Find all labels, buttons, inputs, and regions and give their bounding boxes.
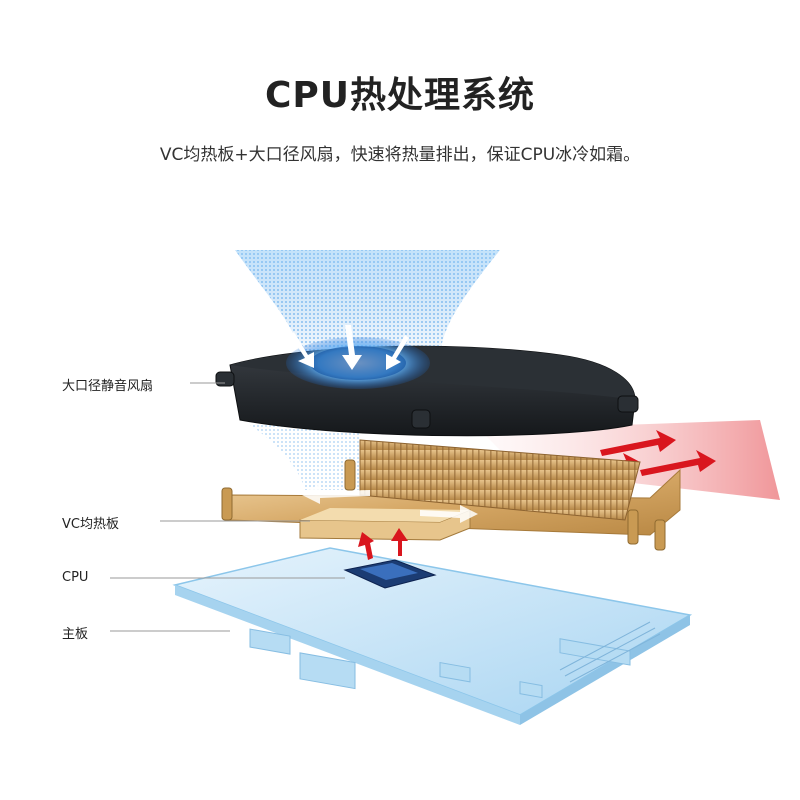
callout-board: 主板 (62, 627, 89, 642)
cpu-chip (343, 559, 437, 589)
fan-intake-arrows (290, 325, 409, 370)
cool-airflow-haze (235, 250, 500, 360)
fan-assembly (215, 325, 639, 437)
board-connector-strip (559, 621, 661, 683)
fin-stack (359, 439, 641, 521)
page-title: CPU热处理系统 (264, 75, 536, 116)
board-components (249, 628, 631, 699)
spread-arrows (300, 484, 478, 523)
page-subtitle: VC均热板+大口径风扇，快速将热量排出，保证CPU冰冷如霜。 (159, 145, 641, 165)
cool-airflow-lower (250, 425, 360, 490)
thermal-system-illustration (110, 250, 780, 725)
motherboard (172, 547, 693, 725)
callout-cpu: CPU (62, 570, 89, 585)
mounting-posts (221, 459, 666, 551)
callout-vc: VC均热板 (62, 517, 119, 532)
callout-fan: 大口径静音风扇 (62, 379, 154, 394)
cpu-heat-arrows (358, 528, 408, 560)
